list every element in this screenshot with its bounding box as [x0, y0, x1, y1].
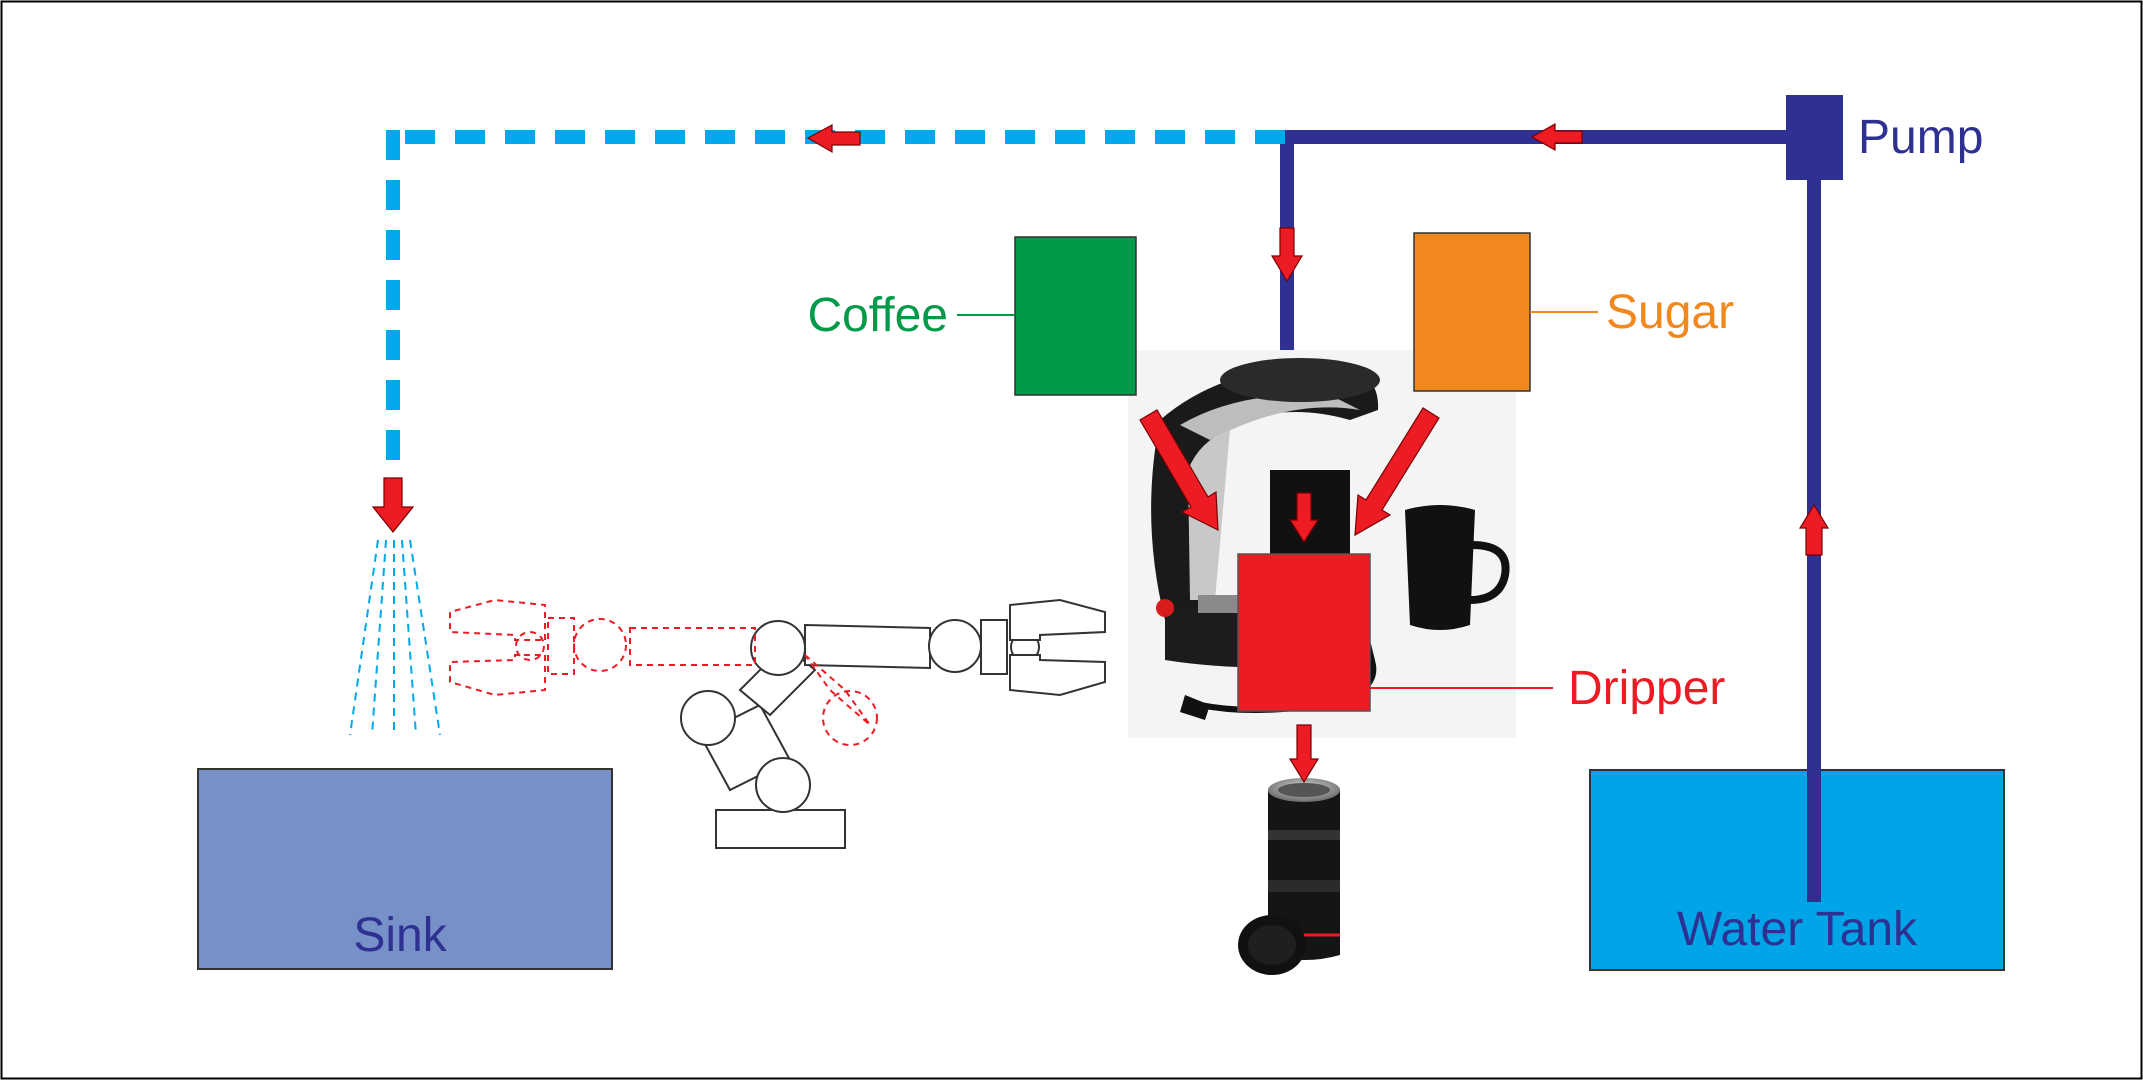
flow-arrow-down-drain — [371, 477, 415, 533]
water-tank-label: Water Tank — [1677, 903, 1918, 956]
flow-arrow-down-feed — [1270, 227, 1304, 283]
robot-arm-icon — [680, 598, 1106, 849]
sugar-label: Sugar — [1606, 286, 1734, 339]
coffee-machine-image — [1128, 350, 1516, 738]
water-tank-box — [1589, 769, 2005, 971]
flow-arrow-down-mug — [1288, 724, 1320, 784]
flow-arrow-down-carafe — [1288, 492, 1320, 544]
flow-arrow-left-drain — [806, 123, 861, 154]
sugar-box — [1413, 232, 1531, 392]
flow-arrow-coffee — [1139, 409, 1219, 531]
flow-arrow-left-pump — [1530, 122, 1583, 152]
coffee-box — [1014, 236, 1137, 396]
flow-arrow-up — [1798, 503, 1830, 556]
coffee-label: Coffee — [807, 289, 948, 342]
water-spray-icon — [349, 539, 441, 736]
flow-arrow-sugar — [1354, 407, 1440, 537]
sink-label: Sink — [353, 909, 447, 962]
drain-pipe-network — [386, 130, 1285, 470]
flow-arrows — [371, 122, 1830, 784]
dripper-box — [1237, 553, 1371, 712]
travel-mug-image — [1238, 778, 1340, 975]
robot-arm-ghost-icon — [449, 598, 878, 746]
pump-label: Pump — [1858, 111, 1983, 164]
dripper-label: Dripper — [1568, 662, 1725, 715]
sink-box — [197, 768, 613, 970]
pump-icon — [1786, 95, 1843, 180]
